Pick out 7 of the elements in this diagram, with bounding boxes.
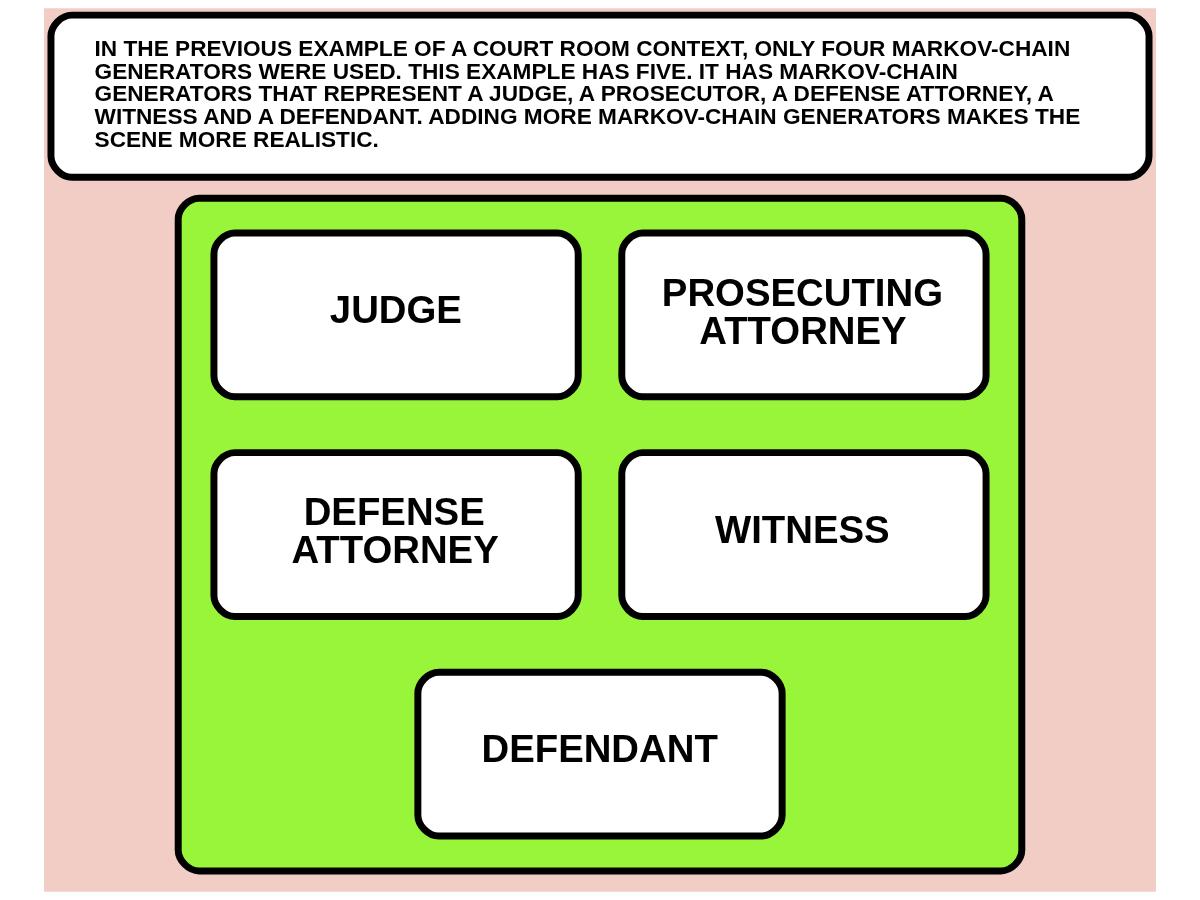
node-box: PROSECUTING ATTORNEY xyxy=(618,229,990,401)
node-box: JUDGE xyxy=(210,229,582,401)
node-box: IN THE PREVIOUS EXAMPLE OF A COURT ROOM CONTEXT, ONLY FOUR MARKOV-CHAIN GENERATORS WERE USED. THIS EXAMPLE HAS FIVE. IT HAS MARKOV-CHAIN GENERATORS THAT REPRESENT A JUDGE, A PROSECUTOR, A DEFENSE ATTORNEY, A WITNESS AND A DEFENDANT. ADDING MORE MARKOV-CHAIN GENERATORS MAKES THE SCENE MORE REALISTIC. xyxy=(47,11,1153,181)
node-box: DEFENSE ATTORNEY xyxy=(210,449,582,620)
cluster xyxy=(174,194,1026,875)
node-box: DEFENDANT xyxy=(414,668,786,840)
node-box: WITNESS xyxy=(618,449,990,620)
